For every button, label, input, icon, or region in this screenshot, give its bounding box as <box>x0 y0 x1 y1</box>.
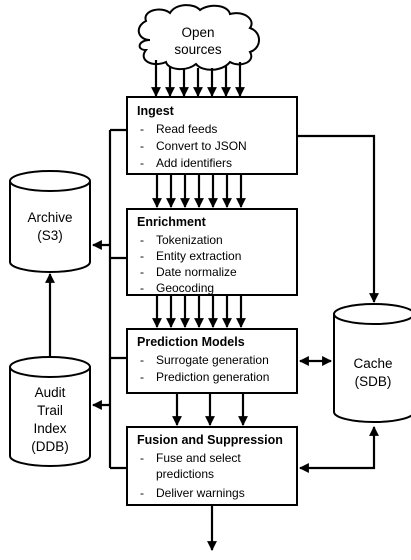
stage-title: Prediction Models <box>137 335 245 349</box>
bullet: - <box>140 156 144 170</box>
bullet: - <box>140 265 144 279</box>
stage-title: Enrichment <box>137 215 207 229</box>
stage-item: Deliver warnings <box>156 486 245 500</box>
arrows-cloud-to-ingest <box>151 60 245 97</box>
cache-store: Cache (SDB) <box>333 303 411 423</box>
stage-item: Geocoding <box>156 281 214 295</box>
stage-fusion-suppression: Fusion and Suppression - Fuse and select… <box>126 426 298 506</box>
arrows-ingest-to-enrichment <box>152 174 246 208</box>
cache-label-line2: (SDB) <box>355 374 392 389</box>
stage-item: Convert to JSON <box>156 139 247 153</box>
bullet: - <box>140 451 144 465</box>
log-bus <box>108 128 127 470</box>
stage-item: Surrogate generation <box>156 353 269 367</box>
audit-label-line3: Index <box>33 421 66 436</box>
cache-label-line1: Cache <box>353 356 392 371</box>
bullet: - <box>140 370 144 384</box>
stage-item: Date normalize <box>156 265 237 279</box>
bullet: - <box>140 233 144 247</box>
bullet: - <box>140 486 144 500</box>
audit-label-line4: (DDB) <box>31 439 69 454</box>
archive-store: Archive (S3) <box>9 170 91 273</box>
bullet: - <box>140 281 144 295</box>
archive-label-line2: (S3) <box>37 228 63 243</box>
cloud-label-line2: sources <box>174 42 222 57</box>
arrows-enrichment-to-prediction <box>152 295 246 328</box>
arrows-prediction-to-fusion <box>172 393 248 426</box>
stage-item: Add identifiers <box>156 156 232 170</box>
stage-item: Read feeds <box>156 122 217 136</box>
stage-ingest: Ingest - Read feeds - Convert to JSON - … <box>126 96 298 175</box>
audit-label-line1: Audit <box>35 385 66 400</box>
stage-title: Fusion and Suppression <box>137 433 283 447</box>
bullet: - <box>140 122 144 136</box>
cloud-label-line1: Open <box>181 25 214 40</box>
ingest-to-cache-arrow <box>297 134 379 303</box>
stage-item: predictions <box>156 467 214 481</box>
stage-item: Prediction generation <box>156 370 269 384</box>
stage-title: Ingest <box>137 104 175 118</box>
audit-trail-store: Audit Trail Index (DDB) <box>9 356 91 467</box>
bullet: - <box>140 249 144 263</box>
stage-enrichment: Enrichment - Tokenization - Entity extra… <box>126 208 298 296</box>
stage-prediction-models: Prediction Models - Surrogate generation… <box>126 328 298 394</box>
bullet: - <box>140 353 144 367</box>
open-sources-cloud: Open sources <box>137 4 260 71</box>
fusion-cache-arrow <box>299 426 379 473</box>
stage-item: Fuse and select <box>156 451 241 465</box>
audit-label-line2: Trail <box>37 403 63 418</box>
archive-label-line1: Archive <box>27 210 72 225</box>
stage-item: Entity extraction <box>156 249 241 263</box>
stage-item: Tokenization <box>156 233 223 247</box>
bullet: - <box>140 139 144 153</box>
